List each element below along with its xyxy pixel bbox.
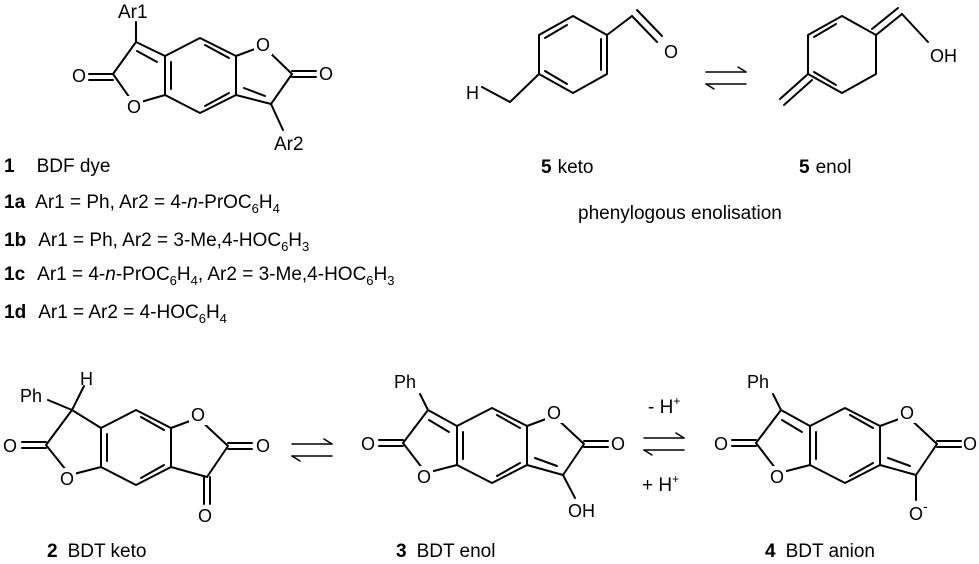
- compound-5-keto-structure: H O: [466, 9, 678, 103]
- compound-2-structure: Ph H O O O O O: [1, 369, 272, 526]
- atom-o-label: O: [770, 467, 784, 487]
- atom-o-label: O: [256, 35, 270, 55]
- oh-label: OH: [930, 46, 957, 66]
- ph-label: Ph: [747, 372, 769, 392]
- h-atom-label: H: [80, 369, 93, 389]
- atom-o-label: O: [547, 403, 561, 423]
- ar1-label: Ar1: [118, 2, 148, 23]
- atom-o-label: O: [198, 506, 212, 526]
- atom-o-label: O: [319, 64, 333, 84]
- atom-o-label: O: [417, 467, 431, 487]
- compound-name: BDF dye: [37, 156, 111, 177]
- atom-o-label: O: [611, 434, 625, 454]
- ph-label: Ph: [394, 372, 416, 392]
- ph-label: Ph: [20, 386, 42, 406]
- compound-5-enol-structure: OH: [779, 7, 957, 106]
- equilibrium-arrows-5: [705, 66, 747, 90]
- minus-h-label: - H+: [648, 394, 680, 418]
- atom-o-label: O: [361, 434, 375, 454]
- compound-1-caption: 1 BDF dye: [4, 156, 111, 177]
- plus-h-label: + H+: [642, 472, 679, 496]
- atom-o-label: O: [900, 403, 914, 423]
- atom-o-label: O: [963, 434, 977, 454]
- compound-4-structure: Ph O O O O O-: [712, 372, 978, 524]
- atom-o-label: O: [256, 436, 270, 456]
- h-atom-label: H: [466, 83, 479, 103]
- compound-number: 1: [4, 156, 15, 177]
- atom-o-label: O: [714, 434, 728, 454]
- compound-1-structure: O O O O Ar1 Ar2: [70, 2, 335, 155]
- atom-o-label: O: [3, 436, 17, 456]
- oxide-label: O-: [909, 498, 928, 524]
- process-label: phenylogous enolisation: [578, 203, 782, 224]
- compound-3-structure: Ph O O O O OH: [359, 372, 627, 521]
- equilibrium-arrows-2-3: [291, 438, 333, 462]
- atom-o-label: O: [60, 469, 74, 489]
- oh-label: OH: [568, 501, 595, 521]
- ar2-label: Ar2: [274, 134, 304, 155]
- atom-o-label: O: [72, 66, 86, 86]
- atom-o-label: O: [127, 97, 141, 117]
- o-atom-label: O: [664, 42, 678, 62]
- equilibrium-arrows-3-4: - H+ + H+: [642, 394, 685, 496]
- atom-o-label: O: [191, 405, 205, 425]
